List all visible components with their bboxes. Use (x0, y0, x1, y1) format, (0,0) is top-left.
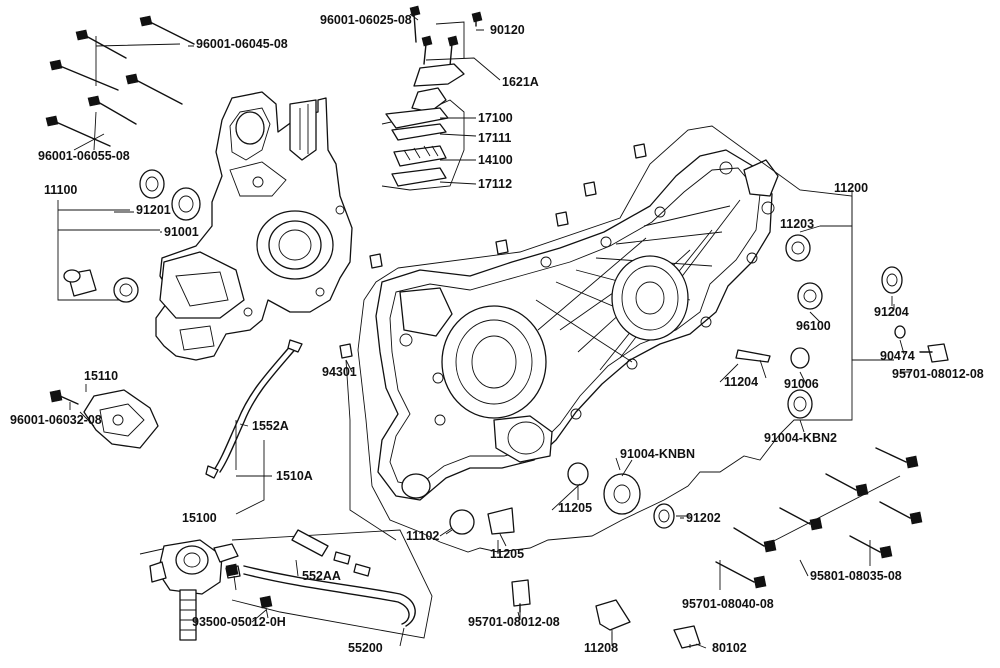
right-crankcase-half (375, 149, 779, 501)
label-11208: 11208 (584, 641, 618, 655)
label-95701-08040-08: 95701-08040-08 (682, 597, 774, 611)
label-96001-06045-08: 96001-06045-08 (196, 37, 288, 51)
bolt-95801-08035-08-a (875, 447, 919, 469)
label-11200: 11200 (834, 181, 868, 195)
bolt-96001-06055-08-a (49, 59, 119, 91)
label-91202: 91202 (686, 511, 721, 525)
label-95801-08035-08: 95801-08035-08 (810, 569, 902, 583)
label-17112: 17112 (478, 177, 512, 191)
label-11102: 11102 (406, 529, 439, 543)
bolt-95701-08040-08-a (733, 527, 777, 553)
label-96100: 96100 (796, 319, 831, 333)
hose-1552A (205, 339, 303, 479)
label-90474: 90474 (880, 349, 915, 363)
bottom-small-parts (511, 579, 701, 649)
label-14100: 14100 (478, 153, 513, 167)
label-94301: 94301 (322, 365, 357, 379)
left-case-bearings (63, 169, 201, 303)
label-91001: 91001 (164, 225, 199, 239)
label-91006: 91006 (784, 377, 819, 391)
label-96001-06055-08: 96001-06055-08 (38, 149, 130, 163)
bolt-96001-06055-08-d (45, 115, 111, 147)
label-11204: 11204 (724, 375, 758, 389)
bolt-group-left (45, 15, 195, 151)
bolt-95801-08035-08-b (825, 473, 869, 497)
label-17111: 17111 (478, 131, 511, 145)
bolt-95801-08035-08-e (849, 535, 893, 559)
bolt-96001-06055-08-c (87, 95, 137, 125)
label-91204: 91204 (874, 305, 909, 319)
label-17100: 17100 (478, 111, 513, 125)
label-1552A: 1552A (252, 419, 289, 433)
label-11205-lower: 11205 (490, 547, 524, 561)
label-15100: 15100 (182, 511, 217, 525)
label-1621A: 1621A (502, 75, 539, 89)
reed-valve-assembly (385, 5, 501, 187)
label-91004-KBN2: 91004-KBN2 (764, 431, 837, 445)
label-96001-06032-08: 96001-06032-08 (10, 413, 102, 427)
bracket-15110 (49, 384, 159, 449)
label-55200: 55200 (348, 641, 383, 655)
label-93500-05012-0H: 93500-05012-0H (192, 615, 286, 629)
label-80102: 80102 (712, 641, 747, 655)
oil-pump-15100 (149, 539, 241, 641)
label-leaders (79, 13, 910, 649)
bolt-96001-06045-08-a (139, 15, 195, 45)
bolt-96001-06055-08-b (125, 73, 183, 105)
label-15110: 15110 (84, 369, 118, 383)
bolt-96001-06045-08-b (75, 29, 127, 59)
left-crankcase-half (155, 91, 353, 361)
label-1510A: 1510A (276, 469, 313, 483)
label-91004-KNBN: 91004-KNBN (620, 447, 695, 461)
oil-line-55200 (225, 529, 416, 627)
dowel-pins (339, 143, 647, 359)
bolt-95701-08040-08-b (715, 561, 767, 589)
label-11203: 11203 (780, 217, 814, 231)
label-91201: 91201 (136, 203, 171, 217)
bolt-95801-08035-08-c (879, 501, 923, 525)
label-96001-06025-08: 96001-06025-08 (320, 13, 412, 27)
label-90120: 90120 (490, 23, 525, 37)
label-11205-upper: 11205 (558, 501, 592, 515)
label-95701-08012-08-bottom: 95701-08012-08 (468, 615, 560, 629)
label-11100: 11100 (44, 183, 77, 197)
label-95701-08012-08-right: 95701-08012-08 (892, 367, 984, 381)
part-callouts: 96001-06025-08 90120 96001-06045-08 1621… (10, 13, 984, 655)
right-case-bearings (445, 225, 949, 547)
label-552AA: 552AA (302, 569, 341, 583)
bolt-group-right (715, 447, 923, 590)
